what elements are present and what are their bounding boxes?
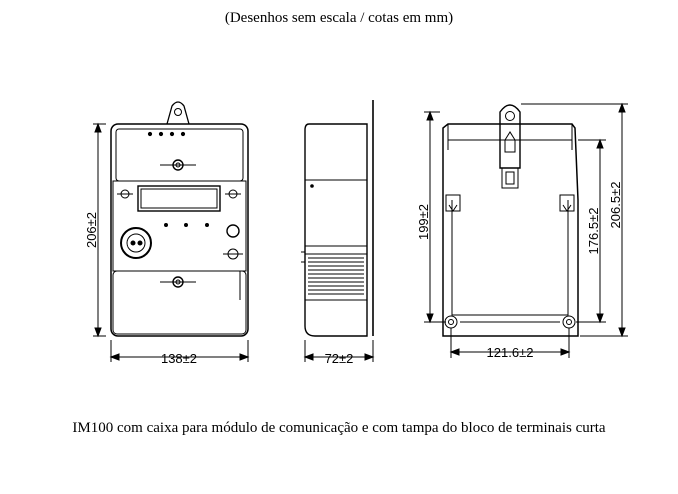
front-width-dimension: 138±2 bbox=[161, 351, 197, 366]
front-height-dimension: 206±2 bbox=[84, 212, 99, 248]
back-inner-height-dimension: 199±2 bbox=[416, 204, 431, 240]
back-mid-height-dimension: 176.5±2 bbox=[586, 208, 601, 255]
back-total-height-dimension: 206.5±2 bbox=[608, 182, 623, 229]
front-view bbox=[93, 101, 250, 362]
back-width-dimension: 121.6±2 bbox=[487, 345, 534, 360]
drawing-caption: IM100 com caixa para módulo de comunicaç… bbox=[72, 420, 606, 436]
side-view bbox=[301, 100, 375, 362]
drawing-scale-note: (Desenhos sem escala / cotas em mm) bbox=[224, 10, 454, 26]
back-view bbox=[424, 102, 628, 358]
side-depth-dimension: 72±2 bbox=[325, 351, 354, 366]
